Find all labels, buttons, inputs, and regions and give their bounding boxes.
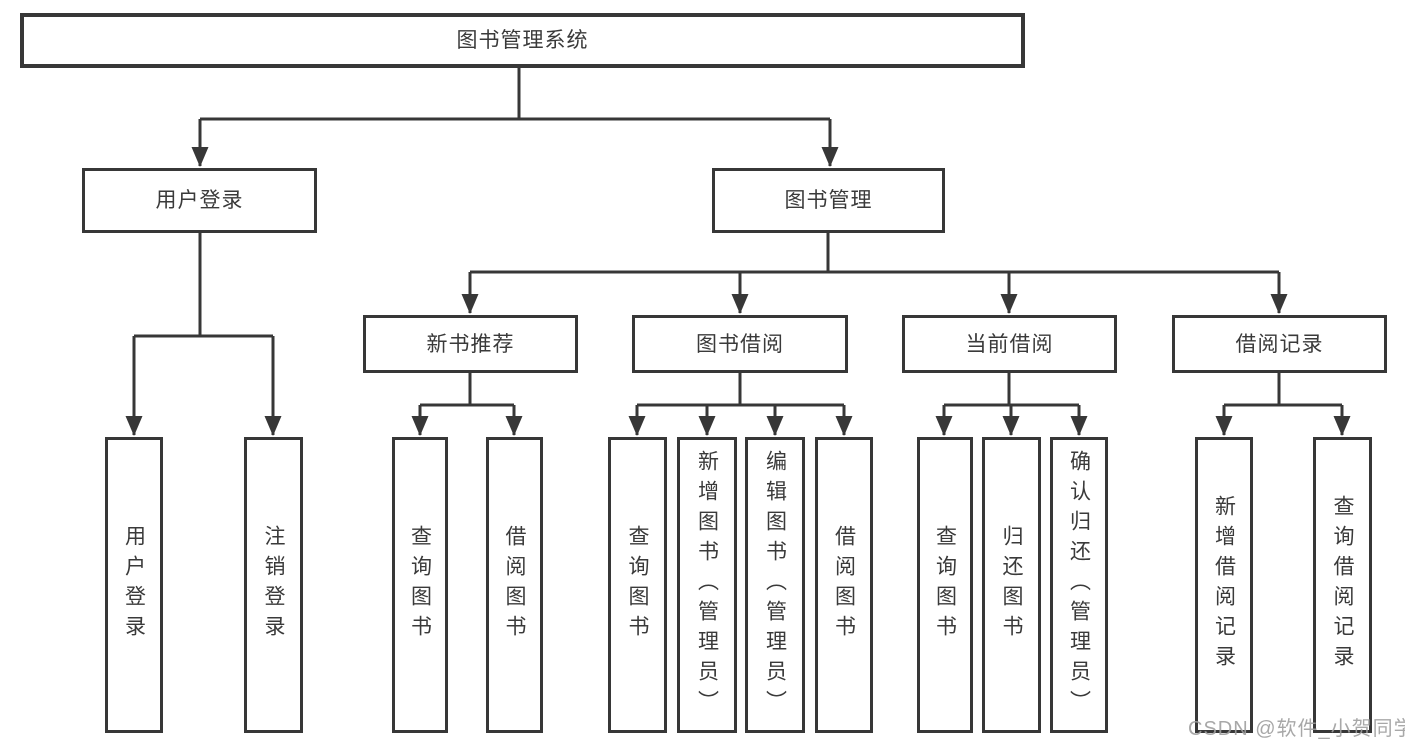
leaf-query-borrow-record: 查询借阅记录 <box>1313 437 1372 733</box>
connector-user-login-to-leaves <box>125 233 282 436</box>
connector-root-to-level2 <box>191 68 839 167</box>
node-root-book-management-system: 图书管理系统 <box>20 13 1025 68</box>
leaf-query-books-recommend: 查询图书 <box>392 437 448 733</box>
node-new-book-recommend: 新书推荐 <box>363 315 578 373</box>
leaf-borrow-books: 借阅图书 <box>815 437 873 733</box>
leaf-confirm-return-admin: 确认归还（管理员） <box>1050 437 1108 733</box>
node-book-management: 图书管理 <box>712 168 945 233</box>
leaf-borrow-books-recommend: 借阅图书 <box>486 437 543 733</box>
csdn-watermark: CSDN @软件_小贺同学 <box>1188 718 1405 740</box>
leaf-edit-books-admin: 编辑图书（管理员） <box>745 437 805 733</box>
leaf-logout: 注销登录 <box>244 437 303 733</box>
connector-book-mgmt-to-level3 <box>461 233 1288 314</box>
leaf-add-borrow-record: 新增借阅记录 <box>1195 437 1253 733</box>
connector-records-to-leaves <box>1215 373 1351 436</box>
connector-new-book-to-leaves <box>411 373 523 436</box>
leaf-user-login: 用户登录 <box>105 437 163 733</box>
leaf-add-books-admin: 新增图书（管理员） <box>677 437 737 733</box>
leaf-query-books-current: 查询图书 <box>917 437 973 733</box>
leaf-query-books-borrow: 查询图书 <box>608 437 667 733</box>
connector-borrow-to-leaves <box>628 373 853 436</box>
node-current-borrow: 当前借阅 <box>902 315 1117 373</box>
leaf-return-books: 归还图书 <box>982 437 1041 733</box>
connector-current-to-leaves <box>935 373 1088 436</box>
node-user-login: 用户登录 <box>82 168 317 233</box>
node-borrow-records: 借阅记录 <box>1172 315 1387 373</box>
node-book-borrow: 图书借阅 <box>632 315 848 373</box>
